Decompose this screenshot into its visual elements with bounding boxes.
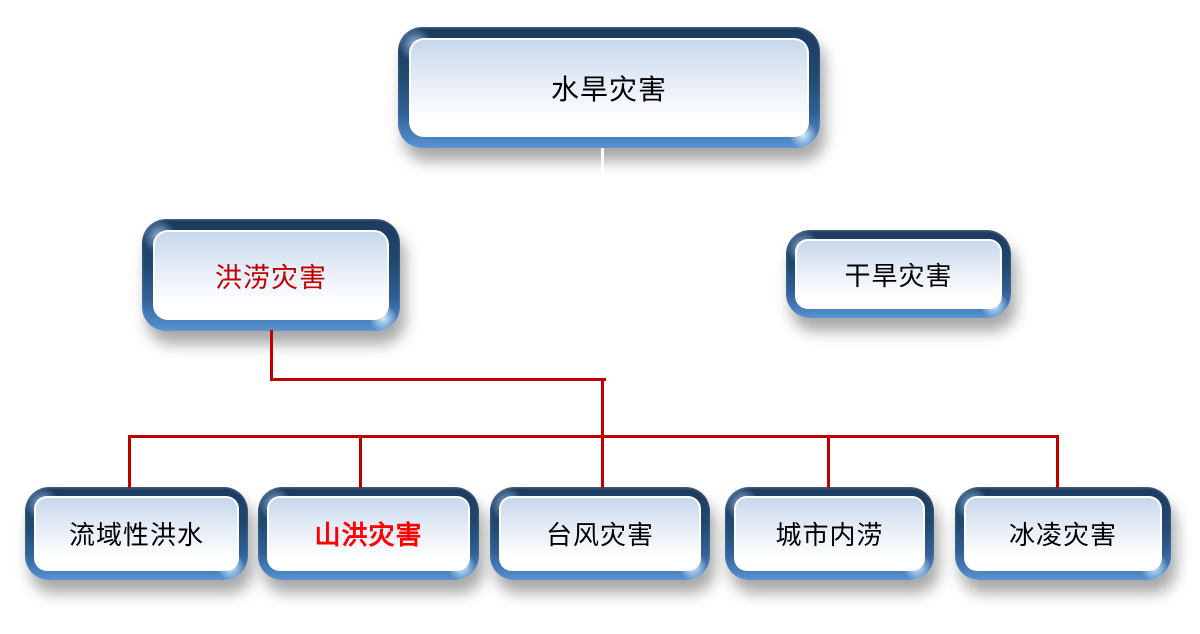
connector-drop-mountain-flood bbox=[359, 435, 362, 488]
connector-drop-ice-flood bbox=[1056, 435, 1059, 488]
node-mountain-flood-disaster: 山洪灾害 bbox=[258, 487, 479, 580]
connector-drop-basin-flood bbox=[128, 435, 131, 488]
node-inner-panel: 干旱灾害 bbox=[795, 239, 1002, 309]
node-inner-panel: 山洪灾害 bbox=[267, 496, 470, 571]
node-label: 山洪灾害 bbox=[314, 520, 423, 550]
node-inner-panel: 城市内涝 bbox=[734, 496, 925, 571]
node-inner-panel: 冰凌灾害 bbox=[964, 496, 1162, 571]
connector-flood-vertical bbox=[270, 330, 273, 380]
node-label: 洪涝灾害 bbox=[215, 262, 327, 293]
connector-root-trunk bbox=[601, 148, 604, 378]
node-ice-flood-disaster: 冰凌灾害 bbox=[955, 487, 1171, 580]
node-water-drought-disaster: 水旱灾害 bbox=[398, 27, 820, 148]
node-label: 台风灾害 bbox=[545, 520, 654, 550]
node-label: 干旱灾害 bbox=[844, 260, 953, 291]
connector-children-rail bbox=[128, 435, 1059, 438]
node-urban-waterlogging: 城市内涝 bbox=[725, 487, 934, 580]
node-label: 冰凌灾害 bbox=[1008, 520, 1117, 550]
connector-flood-horizontal bbox=[270, 378, 606, 381]
connector-middle-vertical bbox=[601, 378, 604, 488]
node-drought-disaster: 干旱灾害 bbox=[786, 230, 1011, 318]
node-label: 城市内涝 bbox=[775, 520, 884, 550]
node-inner-panel: 台风灾害 bbox=[499, 496, 701, 571]
node-label: 水旱灾害 bbox=[550, 73, 667, 105]
node-label: 流域性洪水 bbox=[68, 520, 204, 550]
connector-drop-urban-waterlogging bbox=[827, 435, 830, 488]
node-inner-panel: 洪涝灾害 bbox=[153, 230, 389, 320]
node-basin-flood: 流域性洪水 bbox=[25, 487, 248, 580]
node-flood-disaster: 洪涝灾害 bbox=[142, 219, 400, 331]
node-typhoon-disaster: 台风灾害 bbox=[490, 487, 710, 580]
node-inner-panel: 流域性洪水 bbox=[34, 496, 239, 571]
node-inner-panel: 水旱灾害 bbox=[409, 38, 809, 137]
